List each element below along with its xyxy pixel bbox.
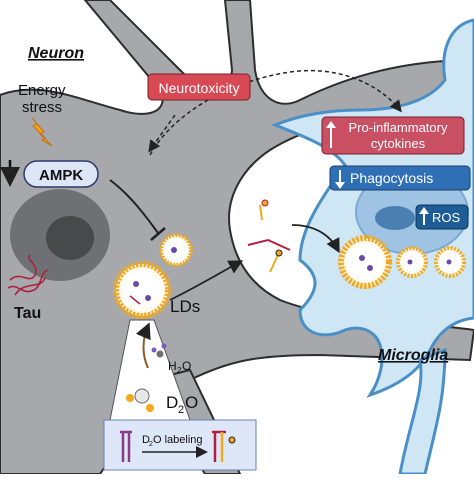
- energy-stress-line1: Energy: [18, 82, 66, 99]
- microglia-label: Microglia: [378, 347, 448, 364]
- d2o-label: D: [166, 393, 178, 412]
- incorporation-arrow: [135, 322, 151, 369]
- water-molecule-icon: [126, 388, 154, 412]
- water-molecule-icon: [151, 343, 167, 358]
- neuron-nucleolus: [46, 216, 94, 260]
- h2o-end: O: [182, 359, 191, 373]
- labeling-sub: 2: [149, 441, 153, 448]
- lds-label: LDs: [170, 297, 200, 316]
- cytokines-line2: cytokines: [371, 136, 426, 151]
- neurotoxicity-arc-left: [148, 114, 176, 153]
- neuron-label: Neuron: [28, 45, 84, 62]
- lipid-droplet-icon: [159, 233, 193, 267]
- lightning-icon: [31, 117, 53, 147]
- h2o-sub: 2: [177, 366, 182, 375]
- labeled-lipid-icon: [212, 430, 236, 462]
- neurotoxicity-label: Neurotoxicity: [159, 80, 240, 96]
- lipid-molecules: [247, 199, 291, 273]
- ros-organelle: [375, 206, 415, 230]
- ros-label: ROS: [432, 210, 461, 225]
- unlabeled-lipid-icon: [120, 430, 132, 462]
- ampk-box: [23, 160, 99, 188]
- labeling-prefix: D: [142, 434, 150, 446]
- tau-tangle: [7, 254, 49, 296]
- inhibit-bar: [150, 227, 166, 241]
- phagocytosis-box: [329, 165, 471, 191]
- phagocytosis-label: Phagocytosis: [350, 170, 433, 186]
- cytokines-box: [321, 116, 465, 155]
- energy-stress-line2: stress: [22, 99, 62, 116]
- inhibit-arrow-icon: [109, 179, 159, 234]
- lipid-droplet-icon: [396, 246, 428, 278]
- h2o-label: H: [168, 359, 177, 373]
- d2o-end: O: [185, 393, 198, 412]
- tau-label: Tau: [14, 305, 41, 322]
- neurotoxicity-box: [147, 73, 251, 101]
- labeling-suffix: O labeling: [153, 434, 203, 446]
- d2o-sub: 2: [178, 404, 184, 416]
- ros-box: [415, 204, 469, 230]
- uptake-arrow: [291, 224, 340, 254]
- lipid-droplet-icon: [434, 246, 466, 278]
- ampk-label: AMPK: [39, 167, 83, 184]
- lipid-droplet-icon: [113, 261, 171, 319]
- cytokines-line1: Pro-inflammatory: [349, 120, 448, 135]
- neurotoxicity-arc: [149, 69, 402, 156]
- release-arrow: [169, 260, 244, 301]
- lipid-droplet-icon: [338, 235, 392, 289]
